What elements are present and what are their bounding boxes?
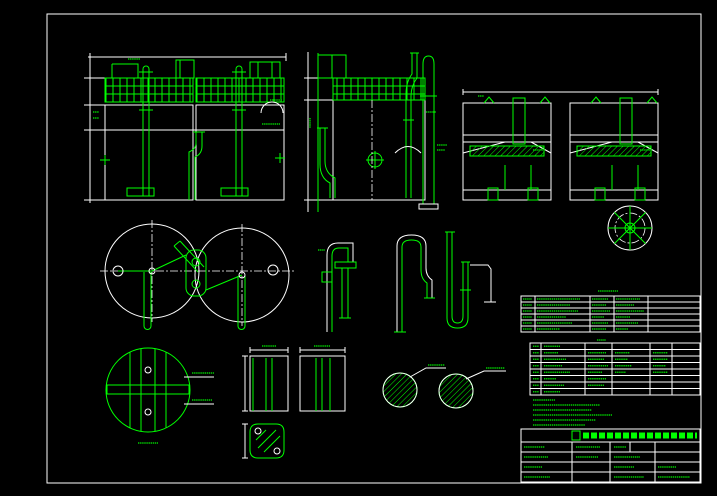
tank-supports (126, 187, 249, 197)
plan-outlet-pipe-right (237, 276, 246, 330)
section-media-layer (469, 145, 545, 157)
tank-shell-right (195, 104, 285, 201)
tank-bottom-plan-view (105, 347, 214, 444)
pipe-detail-b-outline (396, 234, 433, 332)
channel-detail-views (242, 345, 346, 412)
channel-dimension-lines (242, 347, 346, 412)
pipe-detail-b-pipe (394, 239, 435, 333)
outlet-pipe-left (139, 65, 153, 196)
section-labels (478, 95, 545, 151)
front-elevation-dimension-lines (84, 53, 287, 203)
parts-table-cells (533, 345, 668, 393)
pipe-detail-a-branch (334, 261, 357, 319)
channel-view-left (249, 355, 289, 412)
outlet-pipe-right (232, 65, 246, 196)
handrail-posts-right (195, 77, 285, 103)
side-drain-pipe (317, 127, 336, 198)
end-cap-hatch (255, 429, 281, 453)
pipe-section-leaders (409, 367, 506, 380)
side-manhole-cross (366, 151, 384, 169)
section-supports (487, 165, 539, 201)
plan-center-mark-right (238, 271, 246, 279)
channel-view-left-webs (252, 358, 273, 411)
tank-bottom-outline (105, 347, 191, 433)
tank-bottom-hole-top (144, 366, 152, 374)
parts-table-grid (530, 343, 700, 395)
tank-bottom-labels (138, 372, 214, 444)
side-nozzles (100, 153, 285, 165)
title-block-grid (521, 441, 700, 482)
inspection-hatch-arc (260, 101, 284, 114)
plan-center-port-bottom (191, 279, 201, 289)
section-top-fittings (483, 96, 551, 104)
section-media-layer-right (576, 145, 652, 157)
side-elevation-view (304, 52, 447, 212)
plan-view (100, 220, 296, 330)
company-logo (571, 430, 581, 441)
plan-inlet-pipe (173, 240, 205, 273)
pipe-section-views (382, 364, 506, 409)
section-view-right (569, 96, 659, 201)
side-elevation-labels (309, 111, 447, 151)
section-dimension-line (462, 89, 659, 95)
tank-bottom-ribs (129, 349, 167, 431)
side-internal-baffle (394, 146, 422, 154)
front-elevation-view (84, 53, 287, 203)
tank-bottom-beam (106, 384, 190, 395)
plan-nozzle-right (267, 264, 279, 276)
section-internal-lines-right (569, 134, 659, 191)
plan-center-mark-left (148, 267, 156, 275)
channel-view-right-webs (315, 358, 331, 411)
section-view-left (462, 95, 552, 201)
section-internal-lines (462, 134, 552, 191)
front-elevation-labels (93, 58, 282, 125)
end-cap-outline (249, 423, 285, 459)
plan-radial-lines (118, 254, 243, 291)
pipe-section-left (382, 372, 418, 408)
end-cap-detail (242, 423, 285, 459)
plan-centerlines (100, 220, 296, 326)
drawing-frame (46, 13, 702, 484)
vertical-inlet-pipe (403, 52, 419, 198)
pipe-detail-a-pipe (331, 247, 349, 332)
end-cap-hole-top (254, 427, 262, 435)
section-center-pipe-right (619, 97, 633, 145)
technical-notes (533, 399, 612, 426)
end-cap-dimension (242, 423, 248, 459)
design-table-grid (521, 296, 700, 332)
plan-nozzle-left (112, 265, 124, 277)
cover-plate-hub (624, 222, 636, 234)
side-base-flange (418, 203, 439, 210)
plan-center-unit (185, 249, 207, 297)
section-top-fittings-right (590, 96, 658, 104)
pipe-detail-a-bracket (321, 271, 333, 283)
cover-plate-view (607, 205, 653, 251)
design-table-cells (523, 298, 644, 330)
pipe-detail-a (318, 242, 357, 332)
connecting-pipe (188, 131, 205, 200)
side-platform-frame (318, 54, 347, 79)
top-platform-frames (111, 59, 281, 79)
pipe-section-labels (428, 364, 505, 369)
title-block-cells (524, 446, 690, 478)
section-tank-shell (462, 102, 552, 201)
tank-bottom-leaders (184, 376, 214, 405)
section-center-pipe (512, 97, 526, 145)
pipe-detail-c (445, 231, 496, 329)
pipe-detail-c-pipe (445, 231, 471, 329)
title-block (520, 290, 701, 483)
tank-bottom-hole-bottom (144, 408, 152, 416)
end-cap-hole-bottom (273, 447, 281, 455)
vertical-outlet-pipe (420, 55, 437, 204)
section-supports-right (594, 165, 646, 201)
cover-plate-spokes (608, 206, 652, 250)
pipe-section-right (438, 373, 474, 409)
plan-outlet-pipe-left (143, 272, 152, 330)
pipe-detail-c-bracket (470, 264, 496, 303)
pipe-detail-a-outline (326, 242, 354, 332)
section-tank-shell-right (569, 102, 659, 201)
pipe-detail-b (394, 234, 435, 333)
